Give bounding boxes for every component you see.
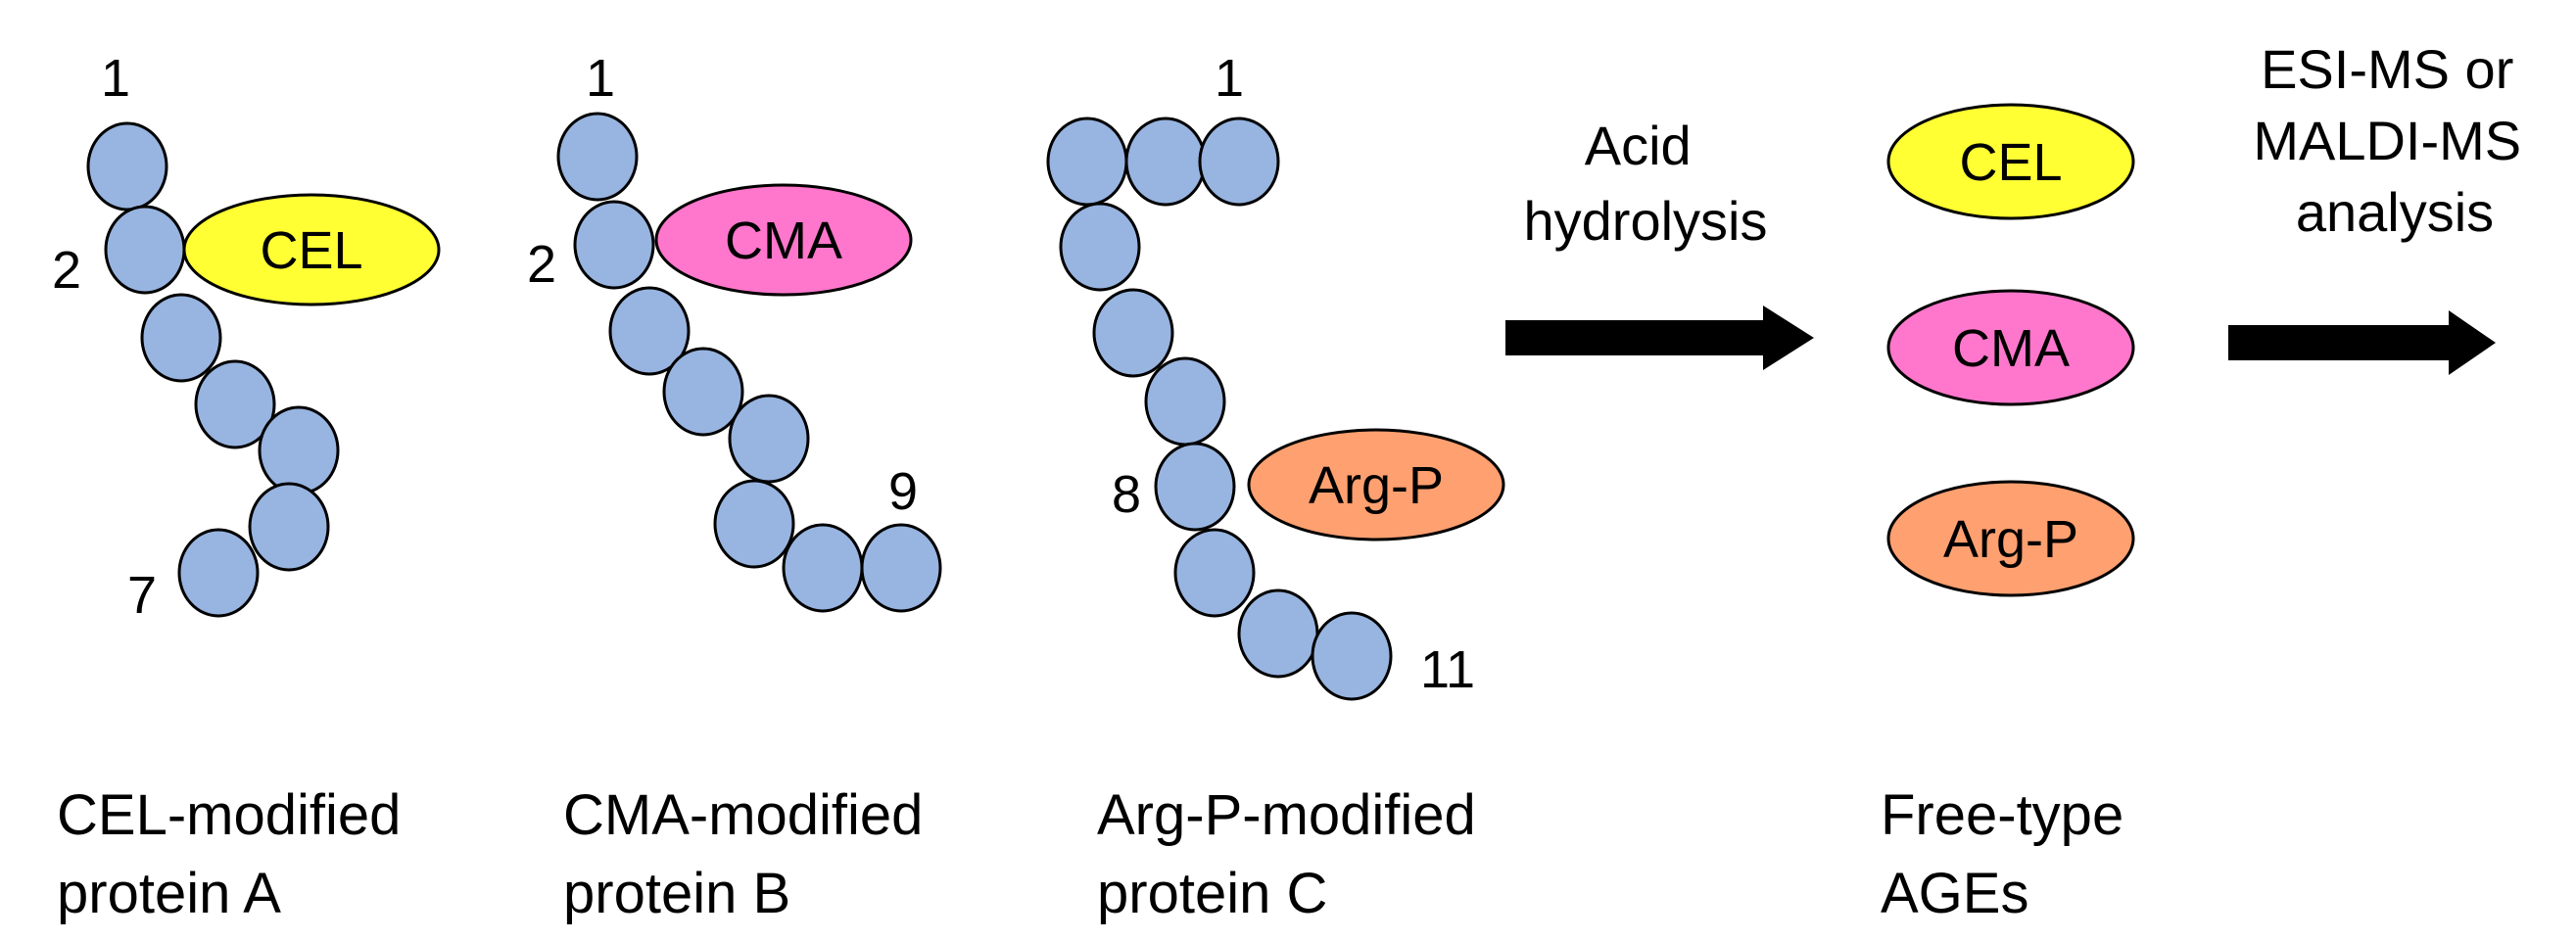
- caption-line: AGEs: [1881, 862, 2029, 925]
- residue-bead: [104, 205, 186, 295]
- ms-analysis-step: ESI-MS or MALDI-MS analysis: [2228, 38, 2536, 375]
- ms-analysis-label: ESI-MS or MALDI-MS analysis: [2253, 38, 2536, 243]
- residue-bead: [248, 482, 330, 572]
- protein-a-modification: CEL: [182, 193, 441, 306]
- caption-line: CMA-modified: [563, 783, 923, 847]
- residue-number-label: 7: [127, 566, 157, 625]
- protein-a-caption: CEL-modified protein A: [57, 783, 417, 925]
- residue-bead: [1154, 442, 1236, 532]
- residue-bead: [1144, 356, 1226, 447]
- residue-bead: [713, 479, 795, 569]
- residue-number-label: 9: [888, 462, 918, 521]
- residue-number-label: 1: [101, 49, 130, 108]
- caption-line: Arg-P-modified: [1097, 783, 1476, 847]
- protein-b-modification: CMA: [654, 183, 913, 297]
- cel-tag-label: CEL: [260, 221, 362, 280]
- step-label-line: MALDI-MS: [2253, 110, 2521, 171]
- free-cel-shape: [1886, 103, 2135, 220]
- protein-c-chain: [1046, 117, 1393, 701]
- right-arrow-icon: [2228, 310, 2496, 375]
- residue-bead: [860, 523, 942, 613]
- free-ages: CEL CMA Arg-P Free-type AGEs: [1881, 103, 2139, 925]
- caption-line: protein A: [57, 862, 281, 925]
- caption-line: protein B: [563, 862, 790, 925]
- step-label-line: Acid: [1585, 115, 1692, 176]
- residue-number-label: 2: [527, 235, 556, 294]
- residue-bead: [177, 528, 260, 618]
- arg-p-tag-shape: [1247, 428, 1505, 541]
- residue-bead: [573, 200, 655, 290]
- cma-tag-label: CMA: [725, 212, 842, 270]
- residue-bead: [1311, 611, 1393, 701]
- cel-tag-shape: [182, 193, 441, 306]
- residue-bead: [662, 347, 744, 437]
- step-label-line: analysis: [2296, 181, 2494, 243]
- free-arg-p-label: Arg-P: [1943, 510, 2078, 569]
- residue-bead: [1124, 117, 1207, 207]
- residue-number-label: 1: [586, 49, 615, 108]
- arg-p-tag-label: Arg-P: [1309, 456, 1444, 515]
- residue-number-label: 11: [1420, 640, 1475, 699]
- residue-bead: [1059, 202, 1141, 292]
- protein-b: CMA 1 2 9 CMA-modified protein B: [527, 49, 942, 925]
- protein-b-chain: [556, 112, 942, 613]
- residue-number-label: 2: [52, 241, 81, 300]
- residue-bead: [140, 293, 222, 383]
- caption-line: CEL-modified: [57, 783, 401, 847]
- step-label-line: ESI-MS or: [2261, 38, 2513, 100]
- residue-bead: [86, 121, 168, 212]
- residue-bead: [608, 286, 691, 376]
- residue-bead: [1046, 117, 1128, 207]
- right-arrow-icon: [1505, 306, 1814, 370]
- cma-tag-shape: [654, 183, 913, 297]
- protein-a: CEL 1 2 7 CEL-modified protein A: [52, 49, 441, 925]
- residue-bead: [1198, 117, 1280, 207]
- free-ages-caption: Free-type AGEs: [1881, 783, 2139, 925]
- protein-b-caption: CMA-modified protein B: [563, 783, 939, 925]
- residue-number-label: 8: [1112, 465, 1141, 524]
- free-cel-label: CEL: [1959, 133, 2062, 192]
- residue-bead: [258, 405, 340, 495]
- residue-bead: [556, 112, 639, 202]
- residue-bead: [1173, 528, 1256, 618]
- hydrolysis-step: Acid hydrolysis: [1505, 115, 1814, 370]
- residue-bead: [1092, 288, 1174, 378]
- free-cma-label: CMA: [1952, 319, 2070, 378]
- free-cma-shape: [1886, 289, 2135, 406]
- protein-c-caption: Arg-P-modified protein C: [1097, 783, 1492, 925]
- protein-c: Arg-P 1 8 11 Arg-P-modified protein C: [1046, 49, 1505, 925]
- residue-bead: [782, 523, 864, 613]
- residue-bead: [728, 394, 810, 484]
- caption-line: protein C: [1097, 862, 1327, 925]
- protein-c-modification: Arg-P: [1247, 428, 1505, 541]
- residue-bead: [194, 359, 276, 449]
- caption-line: Free-type: [1881, 783, 2123, 847]
- hydrolysis-label: Acid hydrolysis: [1524, 115, 1768, 252]
- residue-bead: [1237, 588, 1319, 679]
- free-arg-p-shape: [1886, 480, 2135, 597]
- step-label-line: hydrolysis: [1524, 190, 1768, 252]
- residue-number-label: 1: [1215, 49, 1244, 108]
